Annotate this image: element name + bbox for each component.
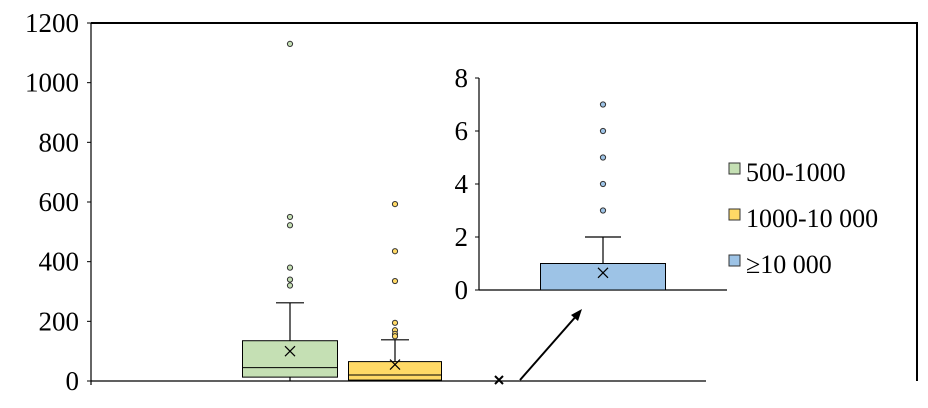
legend-swatch — [728, 208, 741, 221]
outlier-point — [286, 222, 294, 229]
y-tick-label: 1000 — [25, 68, 79, 98]
legend-item: ≥10 000 — [728, 250, 832, 279]
mean-marker — [597, 267, 609, 279]
main-axes: 0 200 400 600 800 1000 1200 — [25, 8, 918, 396]
legend-swatch — [728, 254, 741, 267]
legend-item: 500-1000 — [728, 158, 846, 187]
legend: 500-1000 1000-10 000 ≥10 000 — [728, 158, 878, 279]
outlier-point — [286, 213, 294, 221]
y-tick-label: 800 — [39, 127, 80, 157]
box-500-1000 — [242, 40, 338, 381]
outlier-point — [391, 277, 399, 285]
outlier-point — [599, 180, 607, 188]
legend-label: 1000-10 000 — [746, 204, 878, 233]
outlier-point — [599, 154, 607, 161]
inset-arrow — [519, 313, 579, 381]
legend-item: 1000-10 000 — [728, 204, 878, 233]
outlier-point — [599, 101, 607, 108]
inset-y-tick-label: 0 — [455, 275, 469, 305]
mean-marker — [494, 375, 504, 385]
legend-swatch — [728, 162, 741, 175]
outlier-point — [286, 276, 294, 283]
outlier-point — [286, 264, 294, 271]
outlier-point — [391, 333, 399, 340]
outlier-point — [391, 200, 399, 208]
outlier-point — [599, 207, 607, 214]
outlier-point — [599, 127, 607, 135]
inset-y-tick-label: 4 — [455, 169, 469, 199]
inset-y-tick-label: 8 — [455, 63, 469, 93]
box — [242, 340, 338, 378]
outlier-point — [286, 40, 294, 47]
box-10000-main — [494, 375, 504, 385]
main-boxes — [242, 40, 582, 385]
outlier-point — [286, 282, 294, 289]
mean-marker — [389, 359, 401, 371]
y-tick-label: 200 — [39, 306, 80, 336]
y-tick-label: 400 — [39, 247, 80, 277]
y-tick-label: 1200 — [25, 8, 79, 38]
inset-y-tick-label: 6 — [455, 116, 469, 146]
inset-y-tick-label: 2 — [455, 222, 469, 252]
inset-chart: 0 2 4 6 8 — [455, 63, 727, 305]
y-tick-label: 600 — [39, 187, 80, 217]
outlier-point — [391, 248, 399, 255]
mean-marker — [284, 345, 296, 357]
box-10000-inset — [540, 101, 666, 291]
y-tick-label: 0 — [66, 366, 80, 396]
legend-label: ≥10 000 — [746, 250, 832, 279]
legend-label: 500-1000 — [746, 158, 846, 187]
arrow-head-icon — [571, 309, 582, 321]
outlier-point — [391, 319, 399, 326]
box — [540, 263, 666, 291]
box-1000-10000 — [348, 200, 442, 381]
